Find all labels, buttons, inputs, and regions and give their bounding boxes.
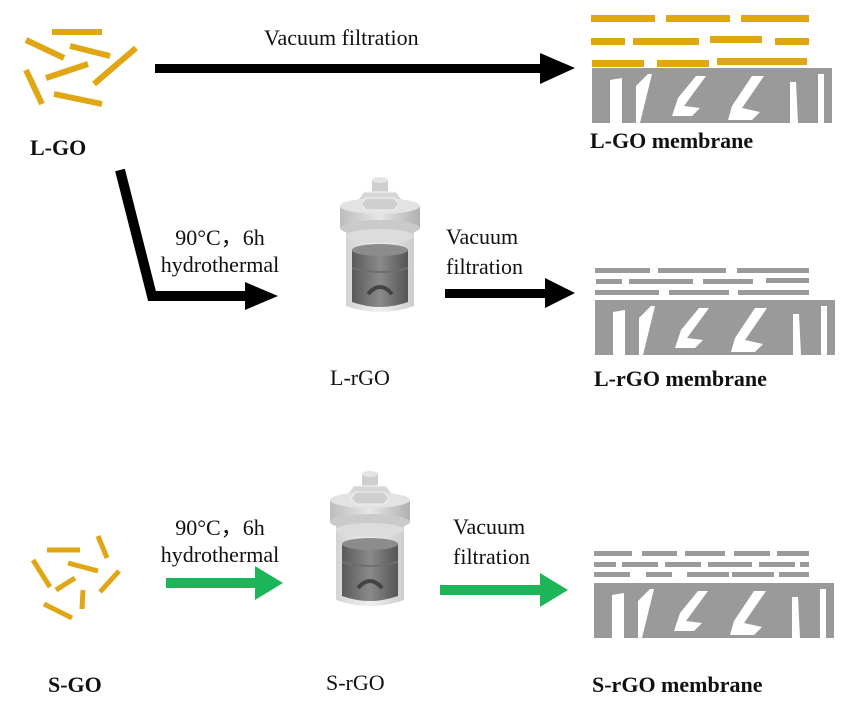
arrow-vacuum-filtration-3 bbox=[440, 573, 568, 607]
l-rgo-membrane-graphic bbox=[595, 300, 835, 355]
l-rgo-label: L-rGO bbox=[330, 365, 390, 390]
condition-method: hydrothermal bbox=[160, 252, 280, 277]
arrow-hydrothermal-1 bbox=[115, 168, 278, 310]
process-line-1: Vacuum bbox=[453, 514, 526, 539]
condition-temp-time: 90°C，6h bbox=[175, 225, 265, 250]
arrow-vacuum-filtration-1 bbox=[155, 53, 575, 84]
condition-method: hydrothermal bbox=[160, 542, 280, 567]
l-rgo-membrane-label: L-rGO membrane bbox=[594, 366, 767, 391]
s-go-label: S-GO bbox=[48, 672, 102, 697]
arrow-vacuum-filtration-2 bbox=[445, 278, 575, 308]
l-rgo-membrane-layers bbox=[595, 268, 809, 295]
l-go-membrane-layers bbox=[591, 15, 809, 67]
autoclave-icon-2 bbox=[328, 469, 412, 608]
l-go-membrane-label: L-GO membrane bbox=[590, 128, 754, 153]
process-line-2: filtration bbox=[446, 254, 523, 279]
autoclave-icon-1 bbox=[338, 175, 422, 314]
l-go-label: L-GO bbox=[30, 135, 87, 160]
arrow-hydrothermal-2 bbox=[166, 566, 283, 600]
s-rgo-membrane-layers bbox=[594, 551, 809, 577]
vacuum-filtration-label-1: Vacuum filtration bbox=[264, 25, 419, 50]
s-rgo-membrane-graphic bbox=[594, 583, 834, 638]
s-go-flakes bbox=[30, 535, 121, 621]
vacuum-filtration-label-2: Vacuum filtration bbox=[446, 222, 523, 282]
vacuum-filtration-label-3: Vacuum filtration bbox=[453, 512, 530, 572]
l-go-flakes bbox=[23, 29, 138, 107]
process-line-2: filtration bbox=[453, 544, 530, 569]
hydrothermal-condition-2: 90°C，6h hydrothermal bbox=[135, 510, 305, 568]
process-line-1: Vacuum bbox=[446, 224, 519, 249]
condition-temp-time: 90°C，6h bbox=[175, 515, 265, 540]
s-rgo-label: S-rGO bbox=[326, 670, 385, 695]
l-go-membrane-graphic bbox=[592, 68, 832, 123]
hydrothermal-condition-1: 90°C，6h hydrothermal bbox=[145, 220, 295, 278]
s-rgo-membrane-label: S-rGO membrane bbox=[592, 672, 763, 697]
